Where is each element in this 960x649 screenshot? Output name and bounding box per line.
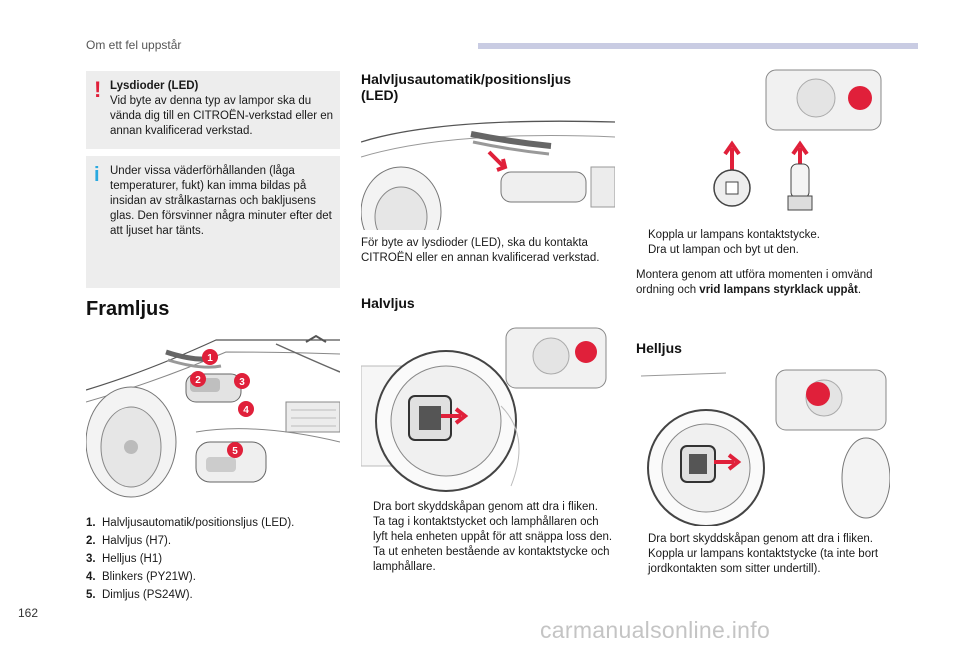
list-item: Dra ut lampan och byt ut den. xyxy=(648,244,799,256)
halvljusautomatik-heading: Halvljusautomatik/positionsljus(LED) xyxy=(361,71,572,103)
list-item: Dra bort skyddskåpan genom att dra i fli… xyxy=(373,501,599,513)
callout-3: 3 xyxy=(239,377,245,388)
list-item: 4.Blinkers (PY21W). xyxy=(86,571,196,583)
halvljusautomatik-text: För byte av lysdioder (LED), ska du kont… xyxy=(361,237,600,264)
warning-icon: ! xyxy=(94,77,102,102)
right-steps: Koppla ur lampans kontaktstycke. Dra ut … xyxy=(636,228,890,258)
list-item: Dra bort skyddskåpan genom att dra i fli… xyxy=(648,533,874,545)
list-item: 2.Halvljus (H7). xyxy=(86,535,172,547)
warning-title: Lysdioder (LED) xyxy=(110,80,199,92)
halvljus-heading: Halvljus xyxy=(361,295,415,311)
list-item: Koppla ur lampans kontaktstycke (ta inte… xyxy=(648,548,879,575)
info-icon: i xyxy=(94,164,100,186)
list-item: Ta ut enheten bestående av kontaktstycke… xyxy=(373,546,610,573)
helljus-heading: Helljus xyxy=(636,340,682,356)
list-item: 5.Dimljus (PS24W). xyxy=(86,589,193,601)
framljus-heading: Framljus xyxy=(86,298,170,320)
list-item: 3.Helljus (H1) xyxy=(86,553,163,565)
halvljus-steps: Dra bort skyddskåpan genom att dra i fli… xyxy=(361,500,615,575)
reassembly-text: Montera genom att utföra momenten i omvä… xyxy=(636,269,873,296)
info-box: i Under vissa väderförhållanden (låga te… xyxy=(86,156,340,288)
helljus-steps: Dra bort skyddskåpan genom att dra i fli… xyxy=(636,532,890,577)
front-car-illustration: 1 2 3 4 5 xyxy=(86,334,340,498)
list-item: Ta tag i kontaktstycket och lamphållaren… xyxy=(373,516,613,543)
callout-4: 4 xyxy=(243,405,249,416)
info-text: Under vissa väderförhållanden (låga temp… xyxy=(110,165,332,237)
callout-1: 1 xyxy=(207,353,213,364)
warning-box: ! Lysdioder (LED) Vid byte av denna typ … xyxy=(86,71,340,149)
page-number: 162 xyxy=(18,606,39,620)
callout-2: 2 xyxy=(195,375,201,386)
list-item: 1.Halvljusautomatik/positionsljus (LED). xyxy=(86,517,295,529)
warning-text: Vid byte av denna typ av lampor ska du v… xyxy=(110,95,334,137)
drl-illustration xyxy=(361,120,615,230)
callout-5: 5 xyxy=(232,446,238,457)
bulb-removal-illustration xyxy=(713,69,882,211)
framljus-list: 1.Halvljusautomatik/positionsljus (LED).… xyxy=(86,514,340,604)
watermark: carmanualsonline.info xyxy=(540,617,771,643)
low-beam-illustration xyxy=(361,327,607,492)
section-title: Om ett fel uppstår xyxy=(86,38,182,52)
high-beam-illustration xyxy=(640,369,890,526)
list-item: Koppla ur lampans kontaktstycke. xyxy=(648,229,820,241)
header-bar xyxy=(478,43,918,49)
